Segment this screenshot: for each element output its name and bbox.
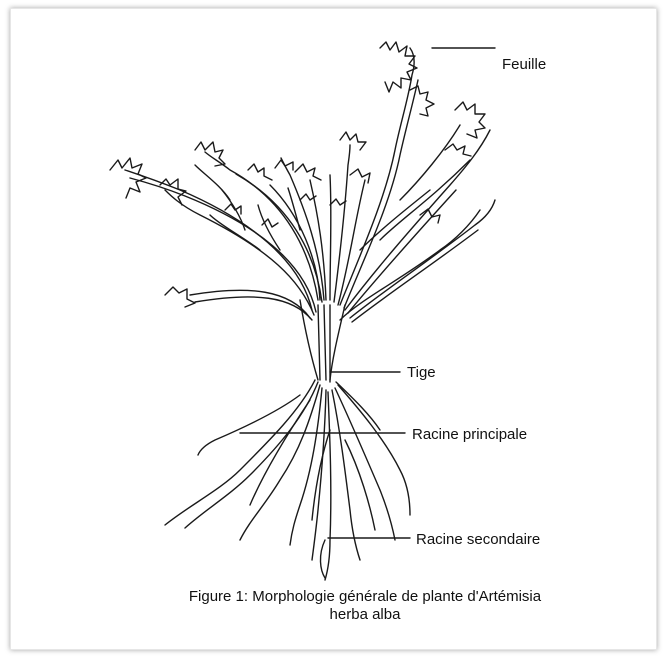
label-leaf: Feuille xyxy=(502,56,546,73)
label-main-root: Racine principale xyxy=(412,426,527,443)
leader-lines xyxy=(240,48,495,538)
plant-leaves xyxy=(110,42,485,307)
caption-line-2: herba alba xyxy=(110,606,620,624)
plant-roots xyxy=(165,380,410,580)
label-stem: Tige xyxy=(407,364,436,381)
figure-caption: Figure 1: Morphologie générale de plante… xyxy=(110,588,620,624)
label-secondary-root: Racine secondaire xyxy=(416,531,540,548)
caption-line-1: Figure 1: Morphologie générale de plante… xyxy=(110,588,620,606)
